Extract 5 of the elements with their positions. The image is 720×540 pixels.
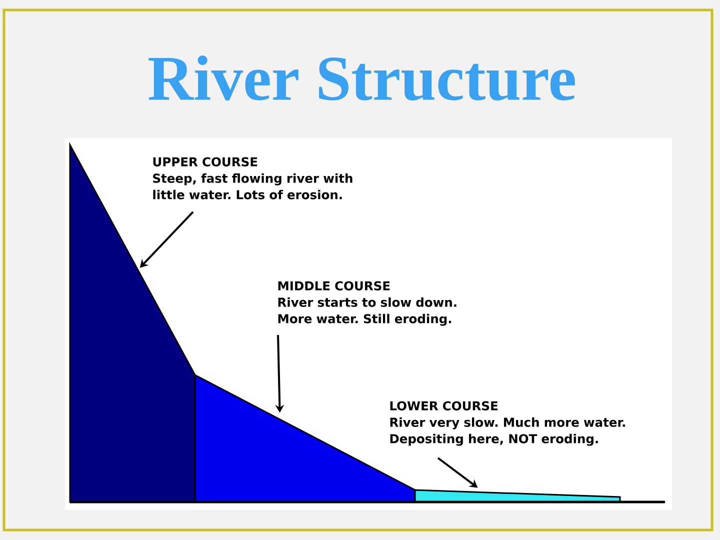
course-description: UPPER COURSE Steep, fast flowing river with little water. Lots of erosion.: [153, 157, 352, 200]
course-description: MIDDLE COURSE River starts to slow down. More water. Still eroding.: [278, 281, 456, 326]
lower-course-area: [414, 489, 621, 503]
course-description: LOWER COURSE River very slow. Much more water. Depositing here, NOT eroding.: [390, 401, 625, 446]
title: River Structure: [148, 55, 575, 100]
